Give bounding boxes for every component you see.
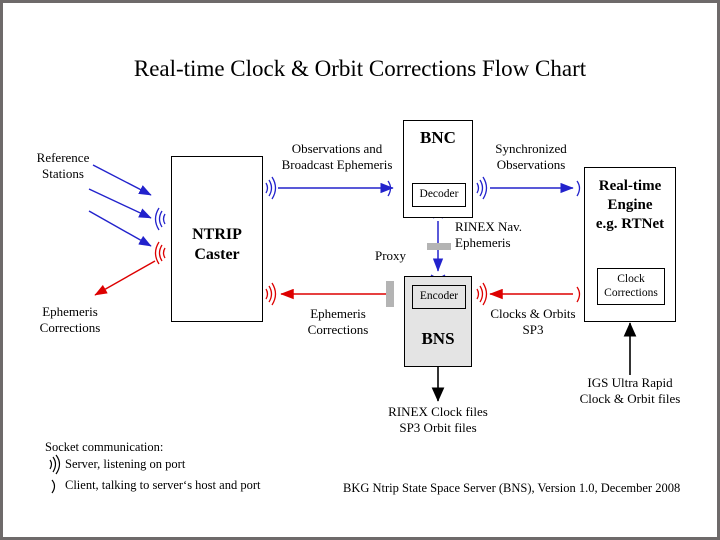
node-ntrip-caster[interactable]: NTRIP Caster <box>171 156 263 322</box>
client-bracket-icon-rtengine-left <box>576 180 581 197</box>
signal-server-icon-bnc-right <box>476 176 488 200</box>
node-rt-engine[interactable]: Real-time Engine e.g. RTNet Clock Correc… <box>584 167 676 322</box>
node-bnc[interactable]: BNC Decoder <box>403 120 473 218</box>
node-bnc-decoder[interactable]: Decoder <box>412 183 466 207</box>
legend-client-label: Client, talking to server‘s host and por… <box>65 478 261 492</box>
node-bns-label: BNS <box>421 329 455 348</box>
node-rt-engine-label: Real-time Engine e.g. RTNet <box>595 178 665 232</box>
label-synchronized-observations: Synchronized Observations <box>495 141 567 172</box>
legend-server-icon <box>49 454 61 475</box>
label-igs-ultra-rapid: IGS Ultra Rapid Clock & Orbit files <box>579 375 681 406</box>
node-ntrip-caster-label: NTRIP Caster <box>192 226 242 263</box>
proxy-bar-ephemeris <box>386 281 394 307</box>
page-title: Real-time Clock & Orbit Corrections Flow… <box>133 56 587 81</box>
label-rinex-clock-files: RINEX Clock files SP3 Orbit files <box>388 404 488 435</box>
signal-server-icon-bns-right <box>476 282 488 306</box>
node-bns-encoder[interactable]: Encoder <box>412 285 466 309</box>
node-bnc-label: BNC <box>420 128 456 147</box>
proxy-bar-rinex <box>427 243 451 250</box>
label-ephemeris-corrections-mid: Ephemeris Corrections <box>307 306 369 337</box>
label-observations-broadcast: Observations and Broadcast Ephemeris <box>281 141 393 172</box>
footer-text: BKG Ntrip State Space Server (BNS), Vers… <box>343 481 681 495</box>
arrow-ephemeris-corrections-left <box>94 260 156 296</box>
legend-client-icon <box>51 479 56 494</box>
node-rt-engine-clock-corrections[interactable]: Clock Corrections <box>597 268 665 305</box>
client-bracket-icon-rtengine-left-red <box>576 286 581 303</box>
signal-server-icon-caster-left-red <box>154 241 166 265</box>
label-ephemeris-corrections-left: Ephemeris Corrections <box>39 304 101 335</box>
signal-server-icon-caster-top <box>265 176 277 200</box>
client-bracket-icon-bnc-left <box>387 180 392 197</box>
node-bns[interactable]: Encoder BNS <box>404 276 472 367</box>
label-clocks-orbits-sp3: Clocks & Orbits SP3 <box>490 306 576 337</box>
signal-server-icon-caster-left <box>154 207 166 231</box>
arrow-ref-station-2 <box>88 188 152 219</box>
label-rinex-nav-ephemeris: RINEX Nav. Ephemeris <box>455 219 523 250</box>
legend-server-label: Server, listening on port <box>65 457 186 471</box>
label-reference-stations: Reference Stations <box>36 150 90 181</box>
arrow-ref-station-3 <box>88 210 152 247</box>
legend-heading: Socket communication: <box>45 440 164 454</box>
label-proxy: Proxy <box>375 248 407 263</box>
signal-server-icon-caster-right-red <box>265 282 277 306</box>
